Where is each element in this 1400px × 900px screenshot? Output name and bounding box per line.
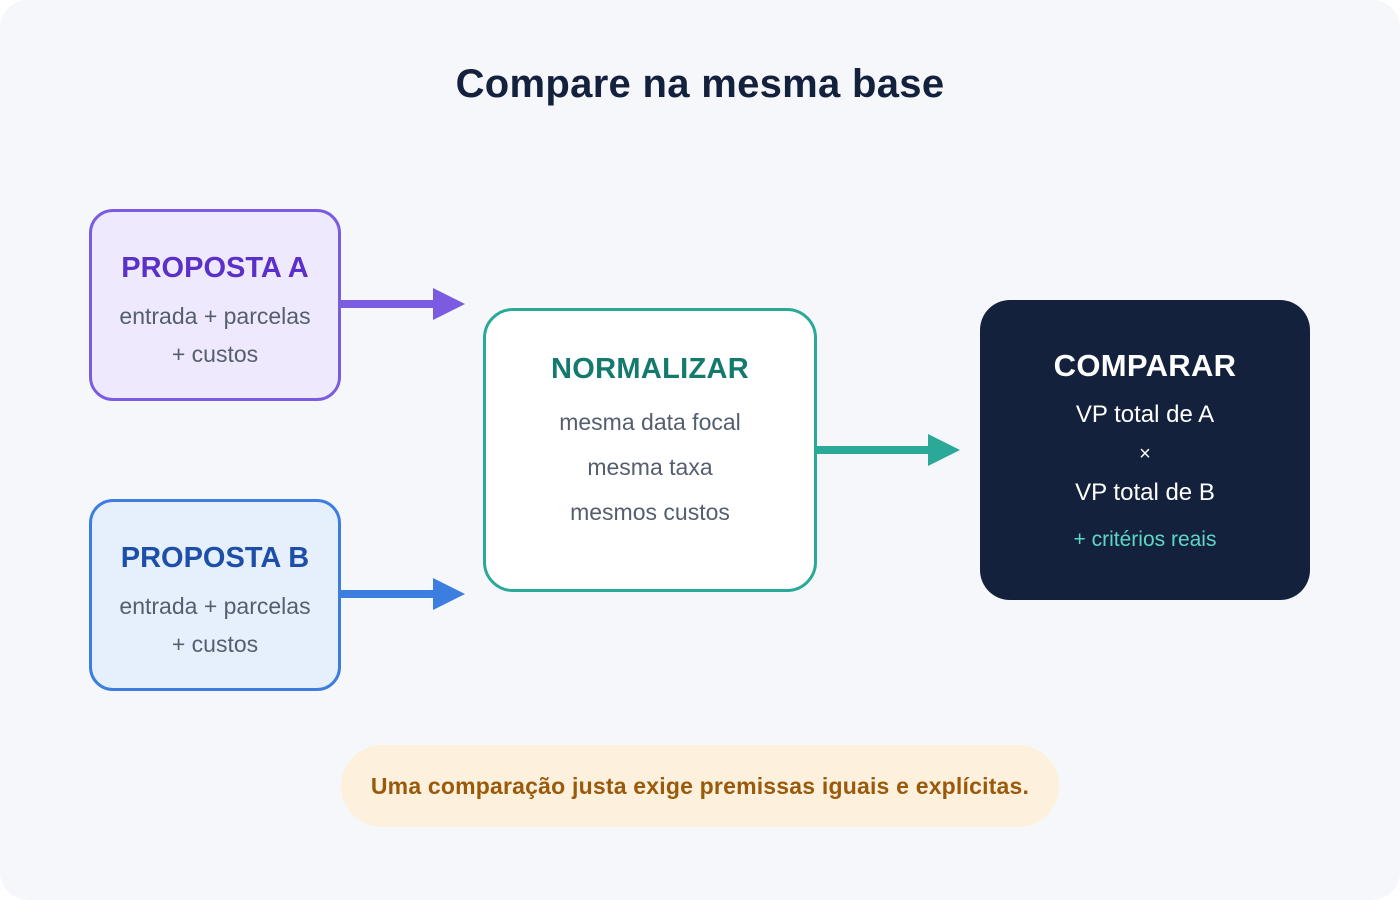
normalizar-line-taxa: mesma taxa — [587, 454, 713, 480]
comparar-box: COMPARAR VP total de A × VP total de B +… — [980, 300, 1310, 600]
normalizar-line-custos: mesmos custos — [570, 499, 730, 525]
arrow-a-to-normalizar — [334, 288, 465, 320]
proposta-b-line-1: entrada + parcelas — [119, 593, 311, 619]
comparar-vp-a: VP total de A — [1075, 401, 1215, 428]
proposta-a-box: PROPOSTA A entrada + parcelas + custos — [89, 209, 341, 401]
proposta-b-box: PROPOSTA B entrada + parcelas + custos — [89, 499, 341, 691]
proposta-a-line-1: entrada + parcelas — [119, 303, 311, 329]
proposta-a-line-2: + custos — [171, 341, 259, 367]
comparar-vp-b: VP total de B — [1075, 479, 1215, 506]
normalizar-line-data-focal: mesma data focal — [559, 409, 741, 435]
comparar-extra-criteria: + critérios reais — [1073, 528, 1217, 551]
proposta-a-heading: PROPOSTA A — [121, 252, 309, 284]
comparar-heading: COMPARAR — [1053, 348, 1237, 383]
normalizar-heading: NORMALIZAR — [551, 353, 749, 385]
proposta-b-line-2: + custos — [171, 631, 259, 657]
page-title: Compare na mesma base — [455, 62, 945, 106]
comparar-times-symbol: × — [1139, 443, 1151, 465]
normalizar-box: NORMALIZAR mesma data focal mesma taxa m… — [483, 308, 817, 592]
arrow-normalizar-to-comparar — [810, 434, 960, 466]
arrow-b-to-normalizar — [334, 578, 465, 610]
proposta-b-heading: PROPOSTA B — [120, 542, 310, 574]
note-banner: Uma comparação justa exige premissas igu… — [341, 745, 1059, 827]
